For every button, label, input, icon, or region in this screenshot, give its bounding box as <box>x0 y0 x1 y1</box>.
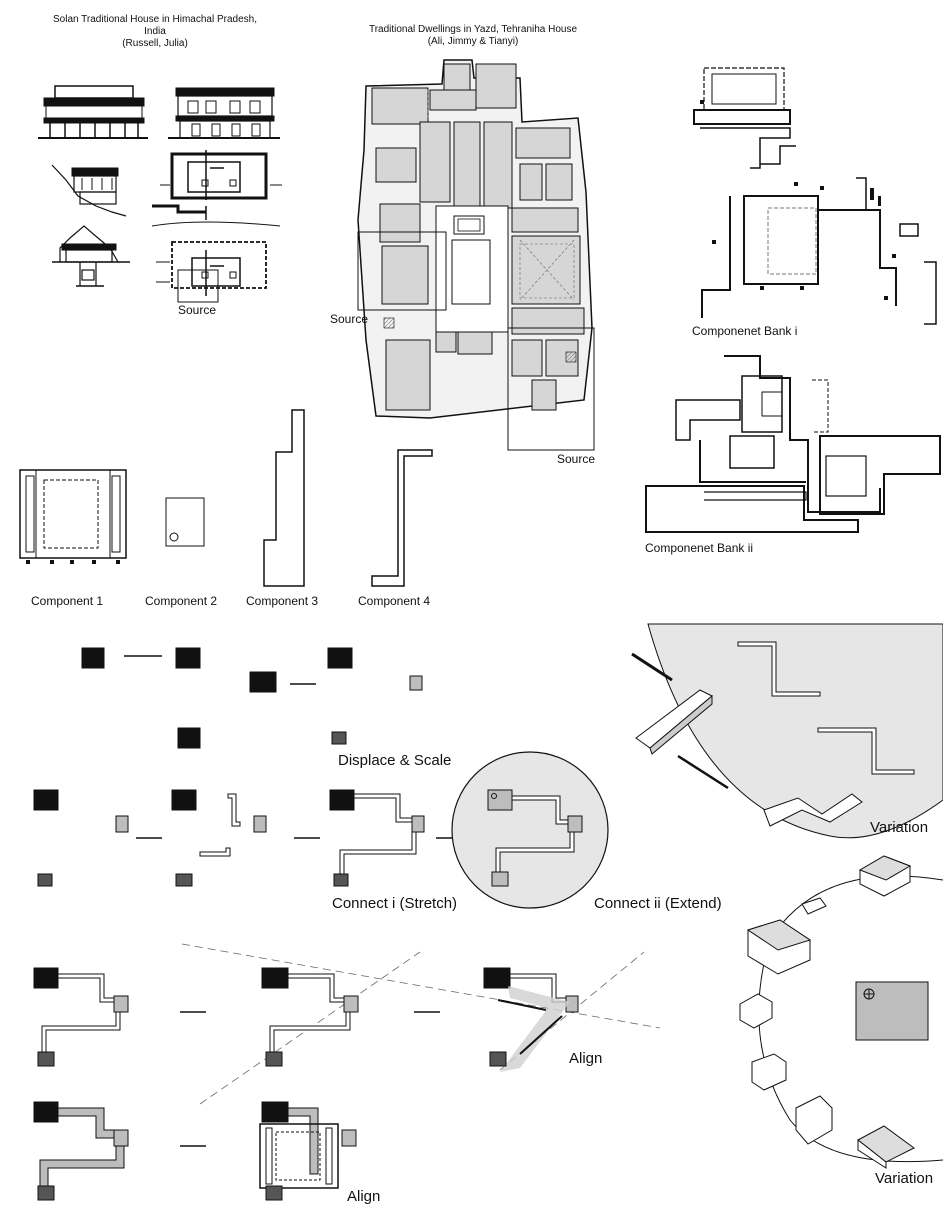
solan-title-line-3: (Russell, Julia) <box>122 38 188 49</box>
connect-stretch-diagram <box>33 751 609 909</box>
yazd-plan <box>357 59 595 451</box>
solan-title-line-1: Solan Traditional House in Himachal Prad… <box>53 14 257 25</box>
component-2-label: Component 2 <box>145 594 218 608</box>
solan-elevation-side <box>168 87 280 139</box>
yazd-title-line-1: Traditional Dwellings in Yazd, Tehraniha… <box>368 24 578 35</box>
solan-title: Solan Traditional House in Himachal Prad… <box>40 14 270 50</box>
displace-scale-label: Displace & Scale <box>338 752 452 769</box>
solan-title-line-2: India <box>144 26 166 37</box>
component-bank-i-drawing <box>693 67 937 325</box>
source-solan-label: Source <box>178 303 217 317</box>
displace-scale-diagram <box>81 647 423 749</box>
solan-plan-lower <box>151 221 281 303</box>
variation-top-label: Variation <box>870 819 929 836</box>
solan-elevation-front <box>38 85 148 139</box>
yazd-title: Traditional Dwellings in Yazd, Tehraniha… <box>348 24 598 48</box>
align-row-2 <box>33 1101 357 1201</box>
component-4-label: Component 4 <box>358 594 431 608</box>
bank-ii-label: Componenet Bank ii <box>645 541 754 555</box>
component-1-drawing <box>19 469 127 564</box>
source-yazd-right-label: Source <box>557 452 596 466</box>
variation-top-diagram <box>631 623 943 839</box>
yazd-title-line-2: (Ali, Jimmy & Tianyi) <box>427 36 519 47</box>
variation-bottom-diagram <box>739 855 943 1169</box>
align-row-1 <box>33 967 579 1072</box>
align-dashed-guides <box>181 943 661 1105</box>
connect-stretch-label: Connect i (Stretch) <box>332 895 458 912</box>
component-4-drawing <box>371 449 433 587</box>
align-label-2: Align <box>347 1188 381 1205</box>
solan-plan-upper <box>152 150 282 220</box>
component-1-label: Component 1 <box>31 594 104 608</box>
bank-i-label: Componenet Bank i <box>692 324 798 338</box>
component-bank-ii-drawing <box>645 355 941 533</box>
solan-section-hill <box>51 164 127 217</box>
solan-section-lower <box>52 225 130 287</box>
align-label-1: Align <box>569 1050 603 1067</box>
component-3-label: Component 3 <box>246 594 319 608</box>
component-2-drawing <box>165 497 205 547</box>
variation-bottom-label: Variation <box>875 1170 934 1187</box>
component-3-drawing <box>263 409 305 587</box>
connect-extend-label: Connect ii (Extend) <box>594 895 722 912</box>
source-yazd-left-label: Source <box>330 312 369 326</box>
